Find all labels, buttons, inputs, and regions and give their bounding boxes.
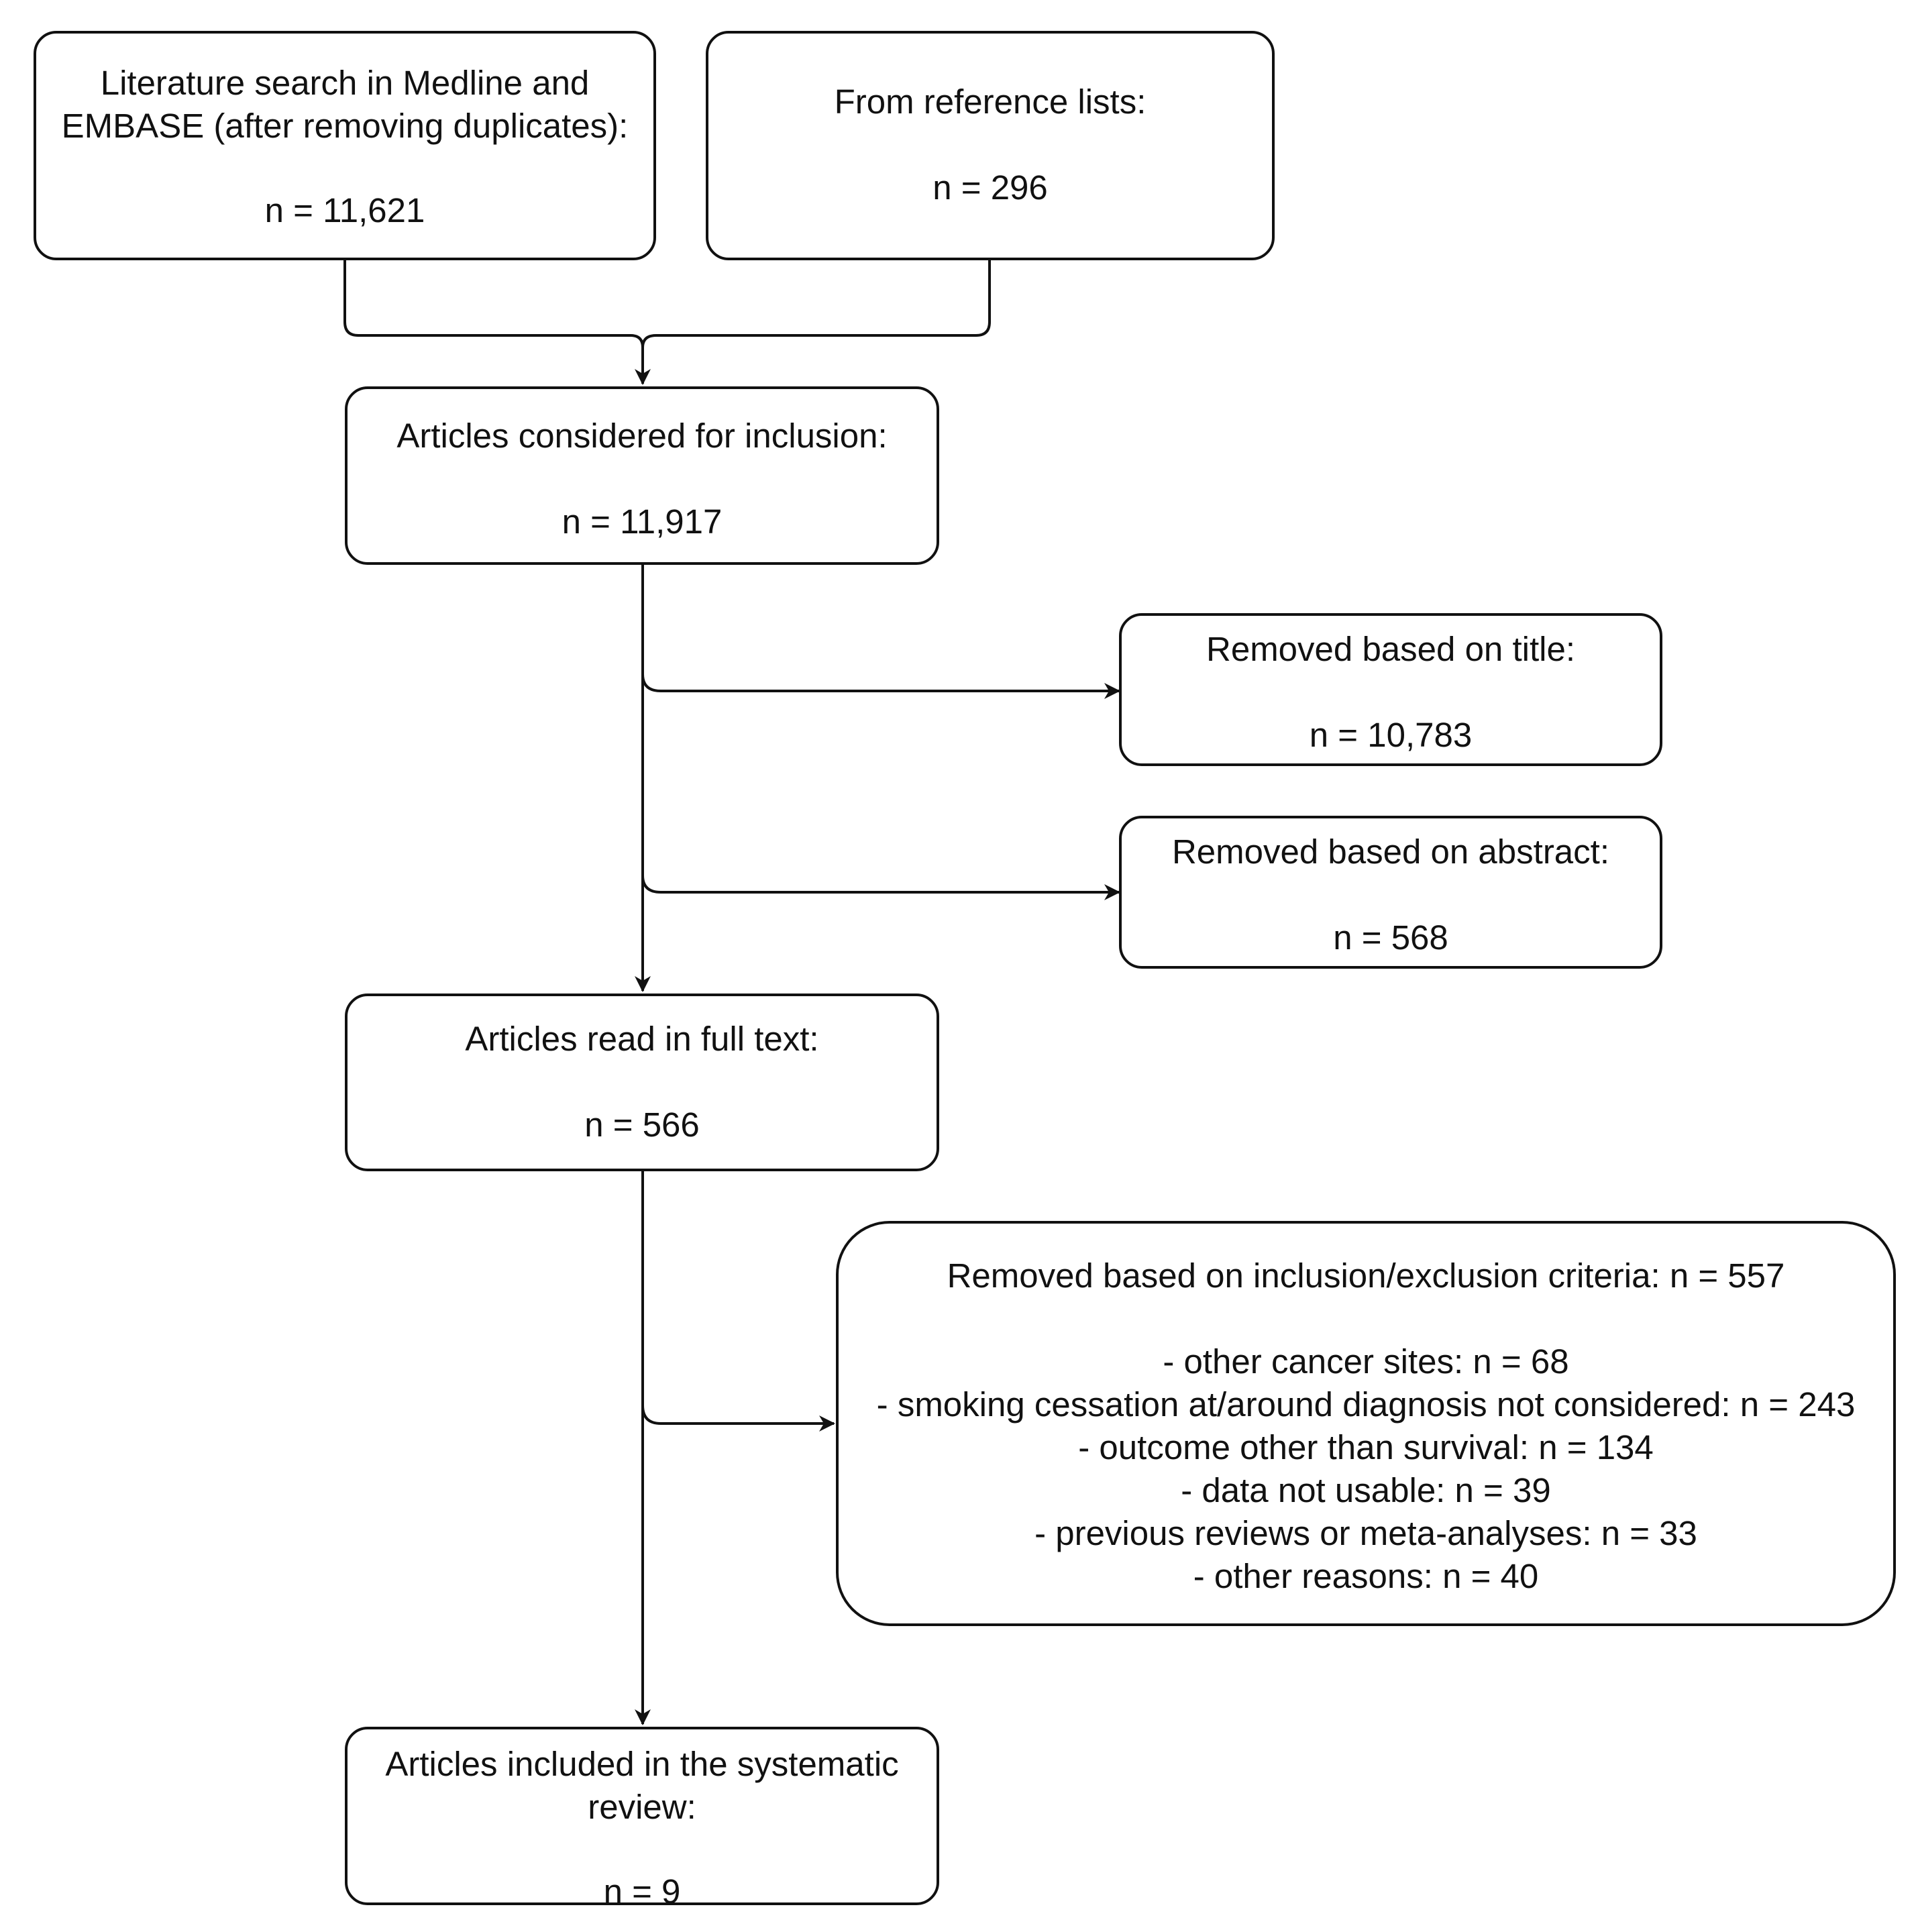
- box-count: n = 568: [1333, 918, 1448, 957]
- box-text-line: EMBASE (after removing duplicates):: [61, 107, 629, 145]
- removed-abstract-box: Removed based on abstract: n = 568: [1119, 816, 1662, 969]
- criteria-reason: - other reasons: n = 40: [1193, 1557, 1539, 1595]
- box-text-line: Literature search in Medline and: [100, 64, 590, 102]
- box-text-line: Articles read in full text:: [465, 1020, 819, 1058]
- removed-title-box: Removed based on title: n = 10,783: [1119, 613, 1662, 766]
- criteria-reason: - other cancer sites: n = 68: [1163, 1342, 1569, 1381]
- box-text-line: review:: [588, 1788, 696, 1826]
- articles-included-box: Articles included in the systematic revi…: [345, 1727, 939, 1911]
- full-text-box: Articles read in full text: n = 566: [345, 994, 939, 1171]
- reference-lists-box: From reference lists: n = 296: [706, 31, 1275, 260]
- branch-connector-criteria: [641, 1405, 835, 1432]
- box-count: n = 10,783: [1309, 716, 1473, 754]
- box-count: n = 566: [584, 1106, 700, 1144]
- box-count: n = 9: [603, 1872, 681, 1911]
- branch-connector-title: [641, 674, 1120, 699]
- box-text-line: Articles included in the systematic: [385, 1745, 899, 1783]
- criteria-reason: - previous reviews or meta-analyses: n =…: [1034, 1514, 1697, 1552]
- box-text-line: From reference lists:: [834, 83, 1147, 121]
- branch-connector-abstract: [641, 875, 1120, 900]
- articles-considered-box: Articles considered for inclusion: n = 1…: [345, 386, 939, 565]
- criteria-reason: - smoking cessation at/around diagnosis …: [876, 1385, 1856, 1424]
- literature-search-box: Literature search in Medline and EMBASE …: [34, 31, 656, 260]
- criteria-reason: - data not usable: n = 39: [1181, 1471, 1551, 1509]
- removed-criteria-box: Removed based on inclusion/exclusion cri…: [836, 1221, 1896, 1626]
- box-count: n = 296: [933, 168, 1048, 207]
- box-text-line: Removed based on title:: [1206, 630, 1575, 668]
- criteria-header: Removed based on inclusion/exclusion cri…: [947, 1256, 1785, 1295]
- merge-connector-right: [641, 260, 991, 384]
- merge-connector-left: [343, 260, 651, 385]
- criteria-reason: - outcome other than survival: n = 134: [1078, 1428, 1654, 1466]
- box-count: n = 11,621: [264, 191, 425, 229]
- box-count: n = 11,917: [562, 502, 723, 541]
- box-text-line: Removed based on abstract:: [1171, 833, 1610, 871]
- box-text-line: Articles considered for inclusion:: [396, 417, 888, 455]
